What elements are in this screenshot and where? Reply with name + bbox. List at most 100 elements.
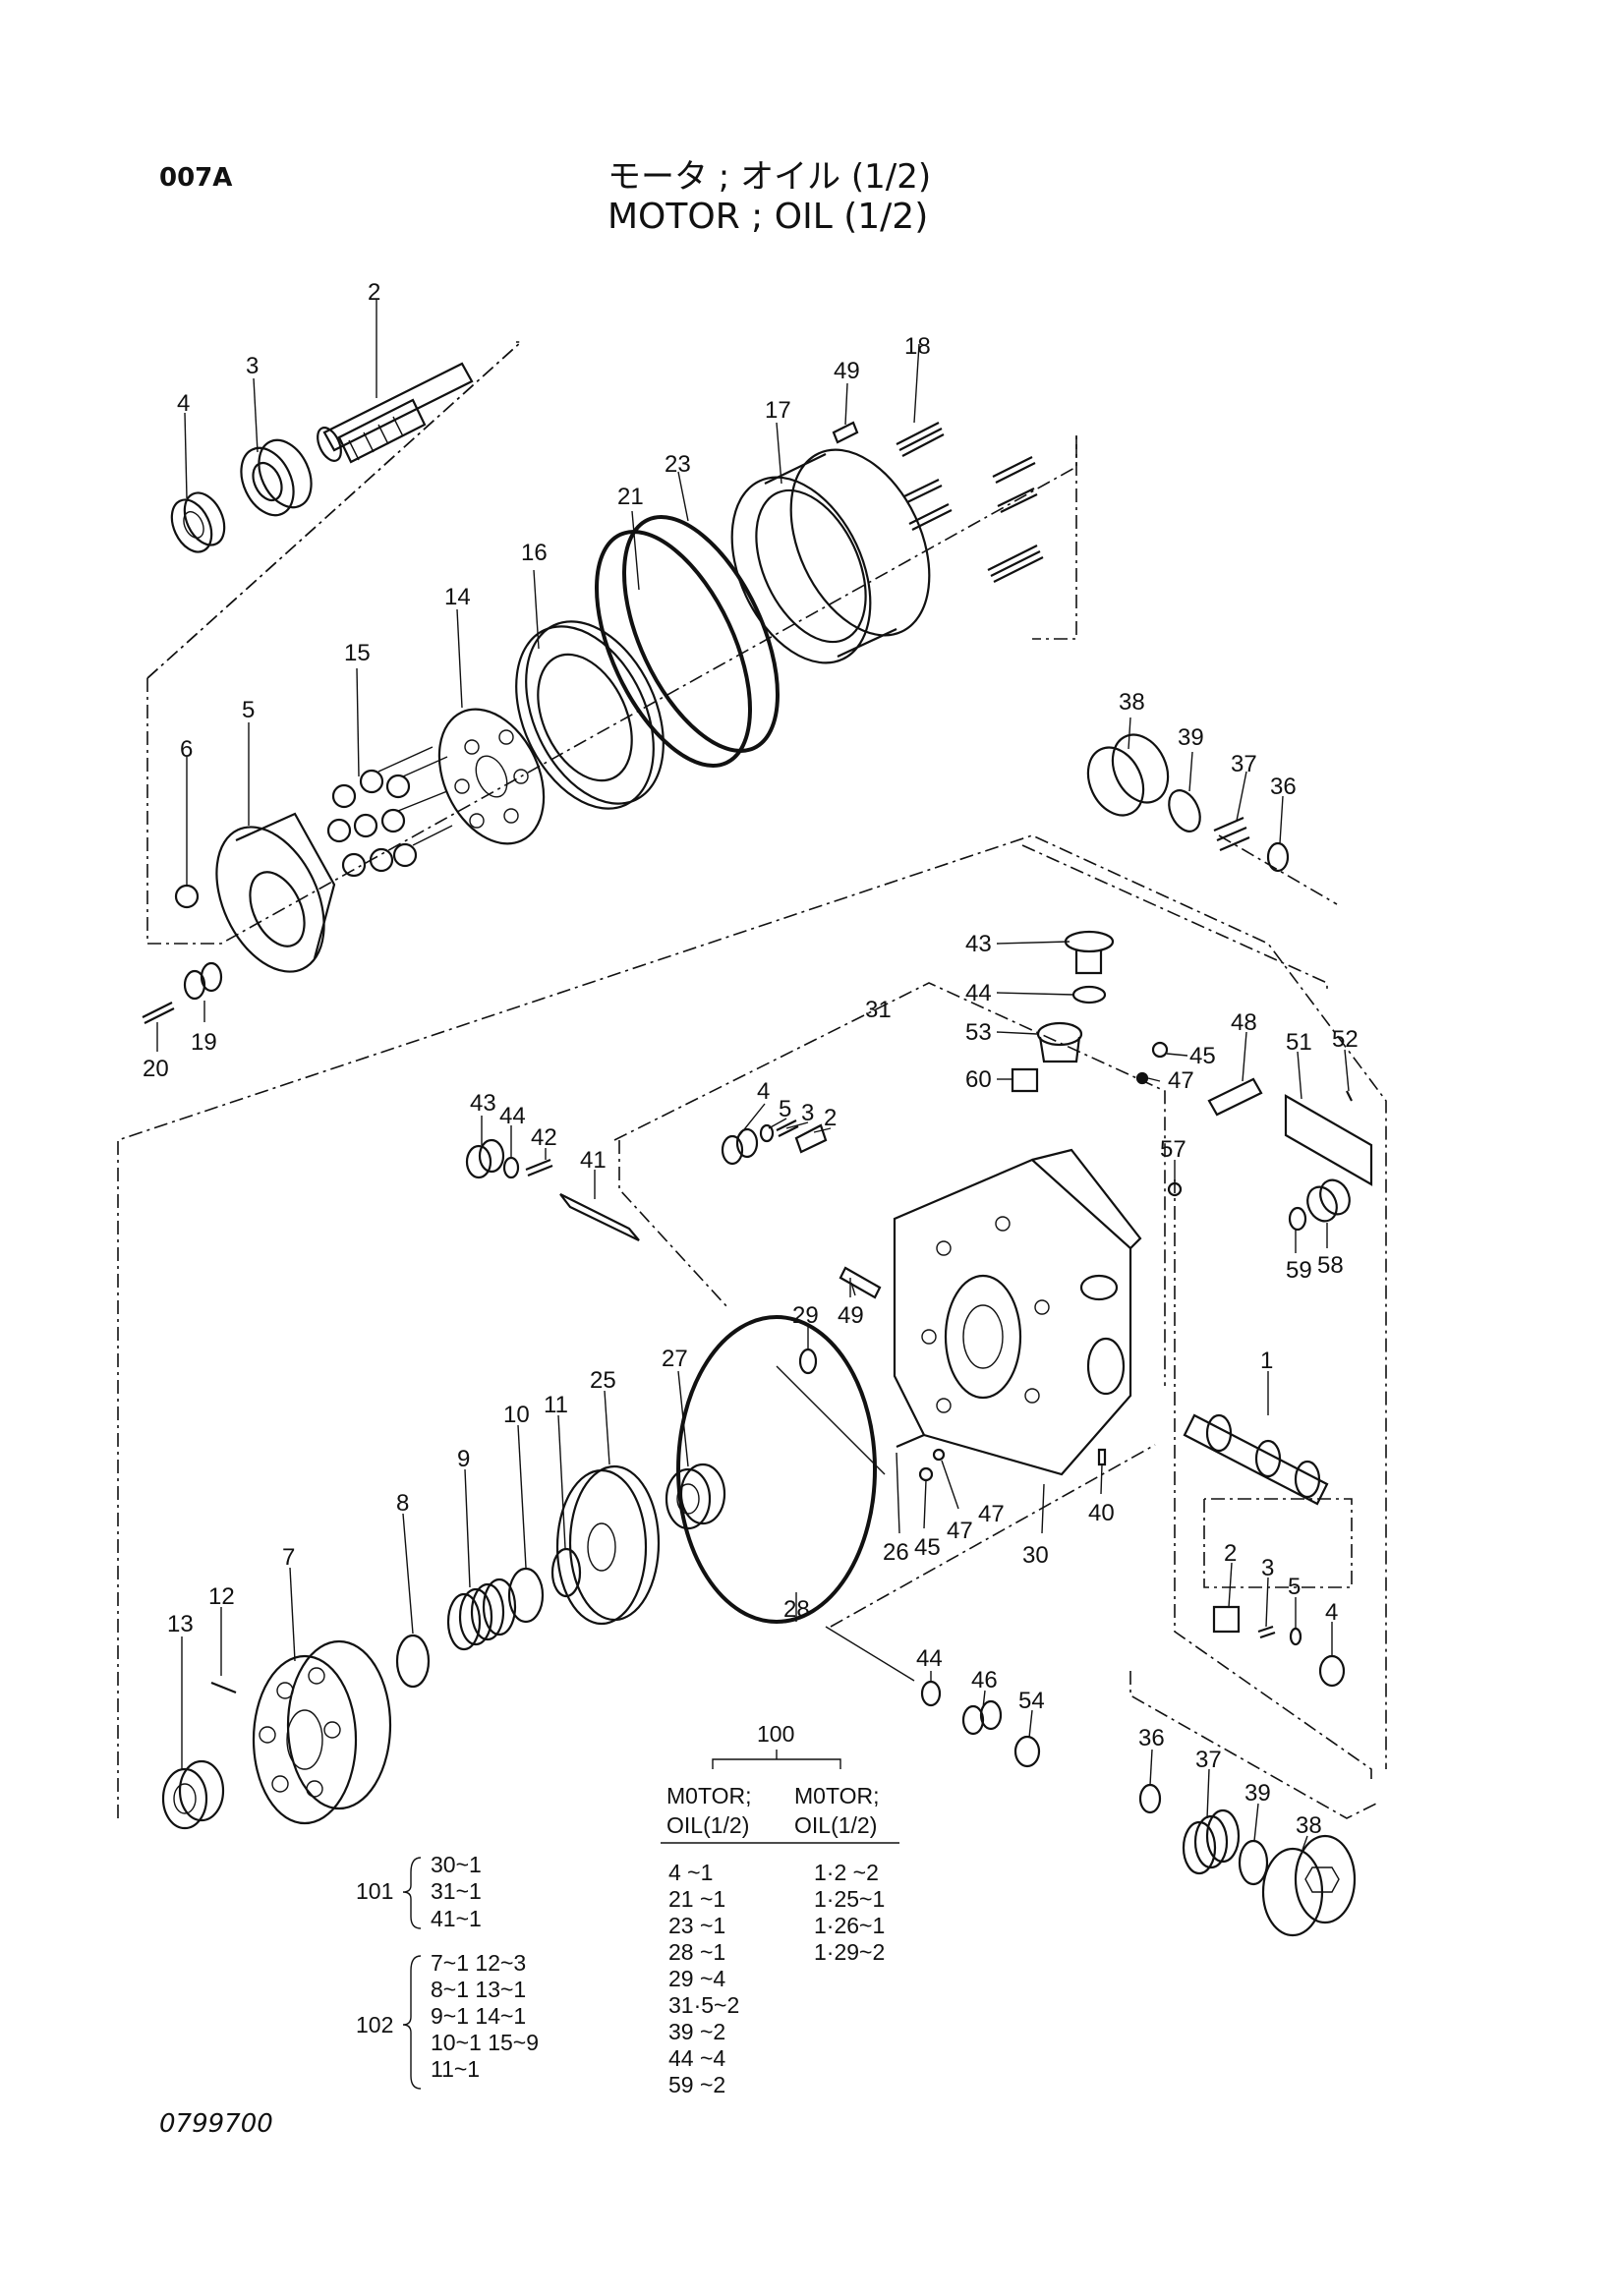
pistons-15 bbox=[326, 746, 453, 878]
callout-41: 41 bbox=[580, 1147, 607, 1174]
callout-16: 16 bbox=[521, 540, 548, 566]
callout-25: 25 bbox=[590, 1367, 616, 1394]
kit-101-row: 31~1 bbox=[431, 1878, 482, 1904]
o-ring-39-lower bbox=[1238, 1839, 1269, 1886]
kit-100-row: 1·2 ~2 bbox=[814, 1860, 879, 1885]
ball-47-top bbox=[1135, 1071, 1149, 1085]
callout-46: 46 bbox=[971, 1667, 998, 1693]
callout-44-side: 44 bbox=[499, 1103, 526, 1129]
plug-group-boundary bbox=[1129, 1671, 1377, 1819]
callout-47-lower-b: 47 bbox=[978, 1501, 1005, 1527]
plug-2-right bbox=[1212, 1605, 1241, 1634]
kit-100-row: 59 ~2 bbox=[668, 2072, 725, 2097]
kit-100-row: 1·29~2 bbox=[814, 1939, 885, 1965]
title-japanese: モータ ; オイル (1/2) bbox=[608, 157, 932, 197]
callout-3: 3 bbox=[246, 353, 259, 379]
callout-7: 7 bbox=[282, 1544, 295, 1571]
kit-100-number: 100 bbox=[757, 1721, 794, 1747]
callout-3-right: 3 bbox=[1261, 1555, 1274, 1581]
spring-37-lower bbox=[1182, 1808, 1241, 1875]
callout-27: 27 bbox=[662, 1346, 688, 1372]
spring-9 bbox=[446, 1578, 517, 1651]
kit-100-row: 29 ~4 bbox=[668, 1966, 725, 1991]
callout-5-right: 5 bbox=[1288, 1574, 1301, 1600]
title-english: MOTOR ; OIL (1/2) bbox=[608, 197, 929, 237]
callout-3-valve: 3 bbox=[801, 1100, 814, 1126]
callout-29: 29 bbox=[792, 1302, 819, 1329]
pin-26 bbox=[896, 1433, 925, 1449]
callout-31: 31 bbox=[865, 997, 892, 1023]
ring-36-lower bbox=[1138, 1783, 1162, 1814]
spool-1 bbox=[1183, 1413, 1329, 1506]
spring-20 bbox=[142, 1002, 175, 1024]
plug-43-top bbox=[1064, 930, 1115, 975]
springs-18 bbox=[896, 422, 1044, 583]
callout-4: 4 bbox=[177, 390, 190, 417]
callout-58: 58 bbox=[1317, 1252, 1344, 1279]
o-ring-39-upper bbox=[1168, 789, 1201, 832]
callout-5: 5 bbox=[242, 697, 255, 723]
valve-group-boundary bbox=[613, 982, 1166, 1386]
o-ring-28 bbox=[676, 1315, 877, 1624]
pin-49 bbox=[832, 421, 859, 444]
callout-19: 19 bbox=[191, 1029, 217, 1056]
callout-36-lower: 36 bbox=[1138, 1725, 1165, 1751]
kit-100-row: 31·5~2 bbox=[668, 1992, 739, 2018]
name-plate-51 bbox=[1284, 1094, 1373, 1186]
callout-13: 13 bbox=[167, 1611, 194, 1637]
kit-101-number: 101 bbox=[356, 1878, 393, 1904]
plug-54 bbox=[1013, 1735, 1041, 1768]
callout-43-side: 43 bbox=[470, 1090, 496, 1117]
spacer-10 bbox=[507, 1567, 545, 1624]
kit-100-col2-header-2: OIL(1/2) bbox=[794, 1812, 877, 1838]
pin-12 bbox=[210, 1681, 237, 1694]
plug-4-valve bbox=[721, 1127, 759, 1166]
callout-45-lower: 45 bbox=[914, 1534, 941, 1561]
kit-100-row: 23 ~1 bbox=[668, 1913, 725, 1938]
kit-100-col1-header-2: OIL(1/2) bbox=[666, 1812, 749, 1838]
kit-102-row: 9~1 14~1 bbox=[431, 2003, 526, 2029]
upper-right-boundary bbox=[1032, 435, 1077, 640]
callout-40: 40 bbox=[1088, 1500, 1115, 1526]
valve-plate-25 bbox=[555, 1464, 661, 1626]
callout-44-lower: 44 bbox=[916, 1645, 943, 1672]
bolt-48 bbox=[1207, 1077, 1263, 1117]
callout-48: 48 bbox=[1231, 1009, 1257, 1036]
bushing-19 bbox=[183, 961, 223, 1001]
page-code: 007A bbox=[159, 163, 233, 193]
kit-100-row: 44 ~4 bbox=[668, 2045, 725, 2071]
callout-8: 8 bbox=[396, 1490, 409, 1517]
o-ring-21 bbox=[595, 530, 752, 768]
callout-38-lower: 38 bbox=[1296, 1812, 1322, 1839]
callout-6: 6 bbox=[180, 736, 193, 763]
callout-4-right: 4 bbox=[1325, 1599, 1338, 1626]
callout-45: 45 bbox=[1189, 1043, 1216, 1069]
callout-17: 17 bbox=[765, 397, 791, 424]
callout-51: 51 bbox=[1286, 1029, 1312, 1056]
o-ring-5-valve bbox=[759, 1123, 775, 1143]
callout-39: 39 bbox=[1178, 724, 1204, 751]
group-boundaries bbox=[117, 341, 1387, 1819]
ball-47-lower bbox=[932, 1448, 946, 1462]
part-drawings bbox=[142, 362, 1373, 1937]
kit-100-row: 39 ~2 bbox=[668, 2019, 725, 2044]
callout-4-valve: 4 bbox=[757, 1078, 770, 1105]
swash-plate-5 bbox=[215, 812, 336, 973]
friction-plate-16 bbox=[515, 620, 665, 810]
output-shaft bbox=[317, 362, 474, 464]
plug-45-top bbox=[1151, 1041, 1169, 1059]
callout-labels: 2 3 4 49 18 17 23 21 16 14 15 5 6 19 20 … bbox=[143, 279, 1359, 1839]
shaft-box bbox=[146, 341, 524, 679]
callout-11: 11 bbox=[544, 1392, 568, 1418]
kit-101-table: 101 30~1 31~1 41~1 bbox=[356, 1852, 482, 1931]
kit-102-table: 102 7~1 12~3 8~1 13~1 9~1 14~1 10~1 15~9… bbox=[356, 1950, 539, 2090]
callout-49: 49 bbox=[834, 358, 860, 384]
relief-valve-boundary bbox=[1021, 844, 1328, 993]
cylinder-block-7 bbox=[252, 1639, 392, 1825]
valve-inner-boundary bbox=[618, 1140, 728, 1308]
plug-38-upper bbox=[1086, 733, 1170, 817]
kit-100-row: 4 ~1 bbox=[668, 1860, 713, 1885]
plug-4-right bbox=[1318, 1654, 1346, 1688]
o-ring-44-side bbox=[502, 1156, 520, 1179]
callout-43: 43 bbox=[965, 931, 992, 957]
